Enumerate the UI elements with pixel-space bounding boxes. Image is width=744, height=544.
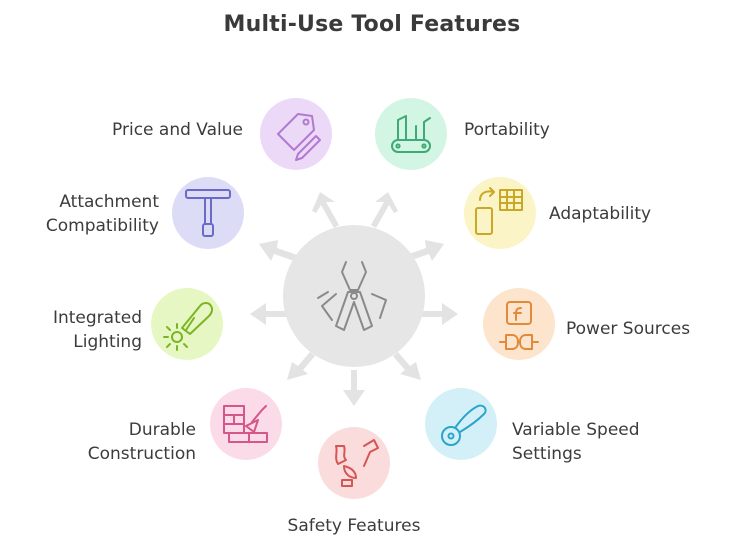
feature-label-portability: Portability [464,120,550,140]
feature-label-safety-features: Safety Features [287,516,421,536]
arrows [250,192,458,406]
power-plug-icon [499,301,539,350]
feature-circle-portability [375,98,447,170]
feature-circle-durable-construction [210,388,282,460]
price-tag-icon [277,113,321,161]
feature-label-price-and-value: Price and Value [112,120,243,140]
brick-trowel-icon [223,405,268,443]
rotary-cutter-icon [441,404,487,446]
arrow-upper-left [259,240,300,262]
safety-tool-icon [335,439,379,487]
feature-circle-adaptability [464,177,536,249]
feature-label-variable-speed-settings: Variable Speed Settings [512,420,640,464]
feature-circle-variable-speed-settings [425,388,497,460]
feature-label-attachment-compatibility: Attachment Compatibility [45,192,159,236]
page-title: Multi-Use Tool Features [223,12,521,37]
arrow-up-right [371,192,398,228]
multitool-pliers-icon [317,261,387,331]
feature-label-integrated-lighting: Integrated Lighting [52,308,142,352]
pocket-knife-icon [391,115,431,153]
arrow-upper-right [403,240,444,262]
feature-label-durable-construction: Durable Construction [87,420,196,464]
arrow-lower-right [393,352,421,380]
arrow-left [250,303,286,325]
phone-calculator-icon [475,187,523,235]
feature-circle-safety-features [318,427,390,499]
arrow-lower-left [287,352,315,380]
feature-label-power-sources: Power Sources [566,319,691,339]
feature-circle-integrated-lighting [151,288,223,360]
arrow-down [343,370,365,406]
arrow-right [422,303,458,325]
t-handle-tool-icon [185,189,231,237]
feature-circle-price-and-value [260,98,332,170]
arrow-up-left [312,192,339,228]
feature-circle-attachment-compatibility [172,177,244,249]
flashlight-icon [163,302,214,351]
center-hub [283,225,425,367]
feature-label-adaptability: Adaptability [549,204,652,224]
